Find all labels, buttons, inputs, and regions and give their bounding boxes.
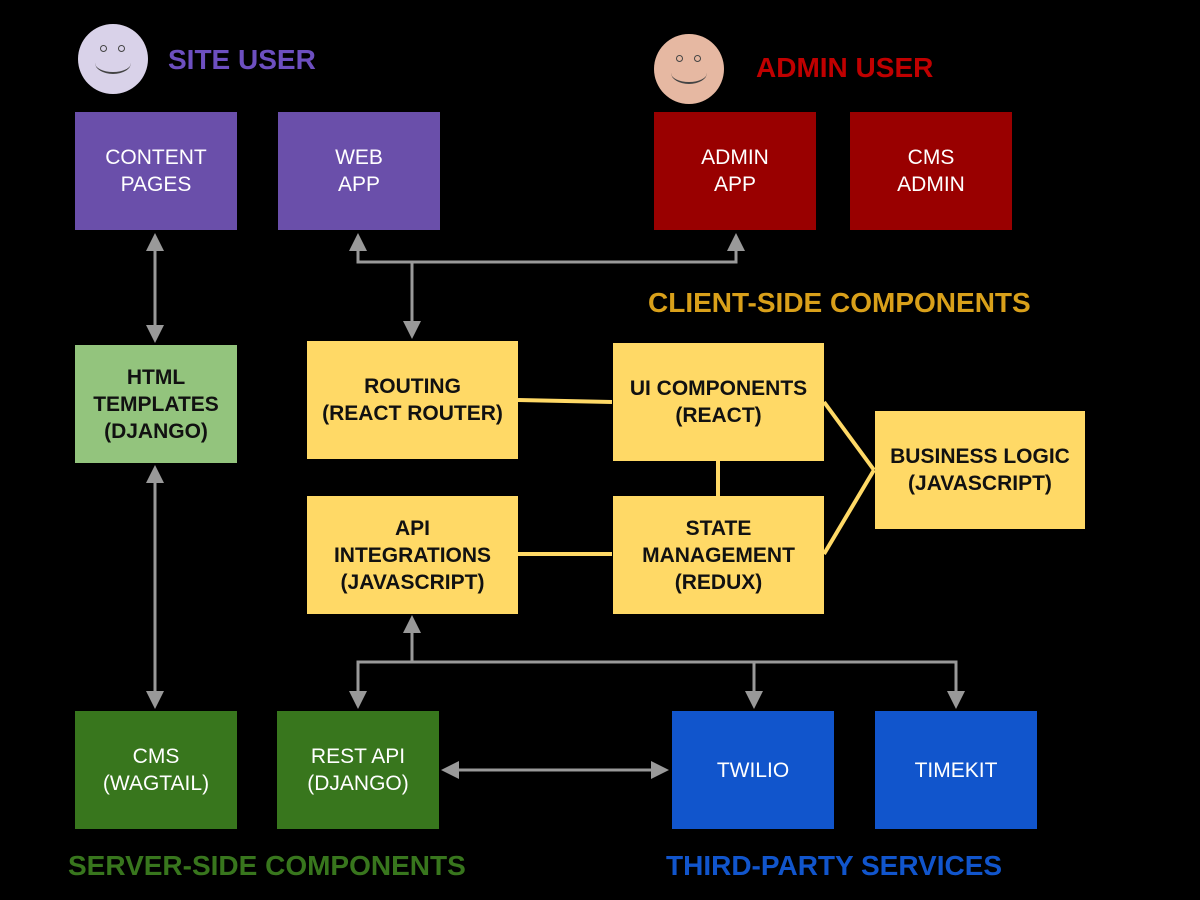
eye-icon bbox=[676, 55, 683, 62]
admin-app-box: ADMIN APP bbox=[654, 112, 816, 230]
ui-components-box: UI COMPONENTS (REACT) bbox=[613, 343, 824, 461]
server-side-label: SERVER-SIDE COMPONENTS bbox=[68, 850, 466, 881]
twilio-box: TWILIO bbox=[672, 711, 834, 829]
eye-icon bbox=[694, 55, 701, 62]
cms-admin-box: CMS ADMIN bbox=[850, 112, 1012, 230]
client-side-label: CLIENT-SIDE COMPONENTS bbox=[648, 287, 1031, 318]
api-integrations-box: API INTEGRATIONS (JAVASCRIPT) bbox=[307, 496, 518, 614]
eye-icon bbox=[100, 45, 107, 52]
web-app-box: WEB APP bbox=[278, 112, 440, 230]
cms-wagtail-box: CMS (WAGTAIL) bbox=[75, 711, 237, 829]
site-user-label: SITE USER bbox=[168, 44, 316, 75]
business-logic-box: BUSINESS LOGIC (JAVASCRIPT) bbox=[875, 411, 1085, 529]
eye-icon bbox=[118, 45, 125, 52]
connector-backend-bus bbox=[349, 660, 965, 709]
smile-icon bbox=[95, 52, 131, 74]
connector-state-business bbox=[822, 468, 876, 556]
rest-api-box: REST API (DJANGO) bbox=[277, 711, 439, 829]
timekit-box: TIMEKIT bbox=[875, 711, 1037, 829]
connector-webapp-bus bbox=[349, 233, 745, 264]
third-party-label: THIRD-PARTY SERVICES bbox=[666, 850, 1003, 881]
connector-ui-business bbox=[822, 400, 876, 472]
routing-box: ROUTING (REACT ROUTER) bbox=[307, 341, 518, 459]
connector-routing-ui bbox=[517, 398, 613, 404]
html-templates-box: HTML TEMPLATES (DJANGO) bbox=[75, 345, 237, 463]
admin-user-label: ADMIN USER bbox=[756, 52, 934, 83]
smile-icon bbox=[671, 62, 707, 84]
state-management-box: STATE MANAGEMENT (REDUX) bbox=[613, 496, 824, 614]
content-pages-box: CONTENT PAGES bbox=[75, 112, 237, 230]
site-user-icon bbox=[78, 24, 148, 94]
admin-user-icon bbox=[654, 34, 724, 104]
